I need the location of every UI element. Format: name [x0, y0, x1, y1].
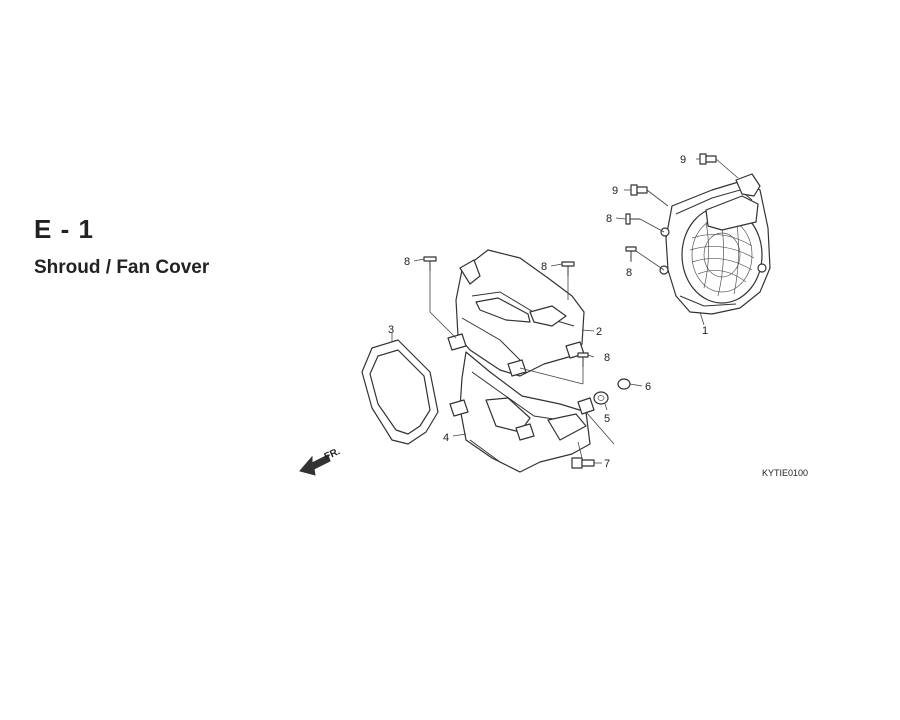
part-lower-shroud	[449, 351, 595, 473]
part-upper-shroud	[447, 249, 585, 377]
bolt-9-a	[699, 153, 717, 165]
leader-lines	[391, 158, 739, 464]
screw-8-d	[625, 213, 640, 225]
callout-9-a: 9	[680, 154, 686, 166]
callout-9-b: 9	[612, 185, 618, 197]
screw-8-c	[577, 352, 589, 367]
section-code: E - 1	[34, 214, 94, 244]
callout-1: 1	[702, 325, 708, 337]
front-direction-label: FR.	[323, 446, 342, 463]
callout-2: 2	[596, 326, 602, 338]
callout-8-d: 8	[606, 213, 612, 225]
callout-4: 4	[443, 432, 449, 444]
drawing-reference-code: KYTIE0100	[762, 468, 808, 478]
callout-3: 3	[388, 324, 394, 336]
bolt-7	[571, 457, 595, 469]
callout-5: 5	[604, 413, 610, 425]
callout-6: 6	[645, 381, 651, 393]
bolt-9-b	[630, 184, 648, 196]
callout-7: 7	[604, 458, 610, 470]
part-seal	[361, 339, 439, 445]
callout-8-a: 8	[404, 256, 410, 268]
grommet-5	[593, 391, 609, 405]
callout-8-b: 8	[541, 261, 547, 273]
part-fan-cover	[659, 173, 771, 315]
section-title: Shroud / Fan Cover	[34, 257, 210, 278]
screw-8-a	[423, 256, 437, 271]
collar-6	[617, 378, 631, 390]
screw-8-b	[561, 261, 575, 276]
screw-8-e	[625, 246, 637, 261]
callout-8-c: 8	[604, 352, 610, 364]
callout-8-e: 8	[626, 267, 632, 279]
front-direction-arrow: FR.	[299, 446, 342, 476]
